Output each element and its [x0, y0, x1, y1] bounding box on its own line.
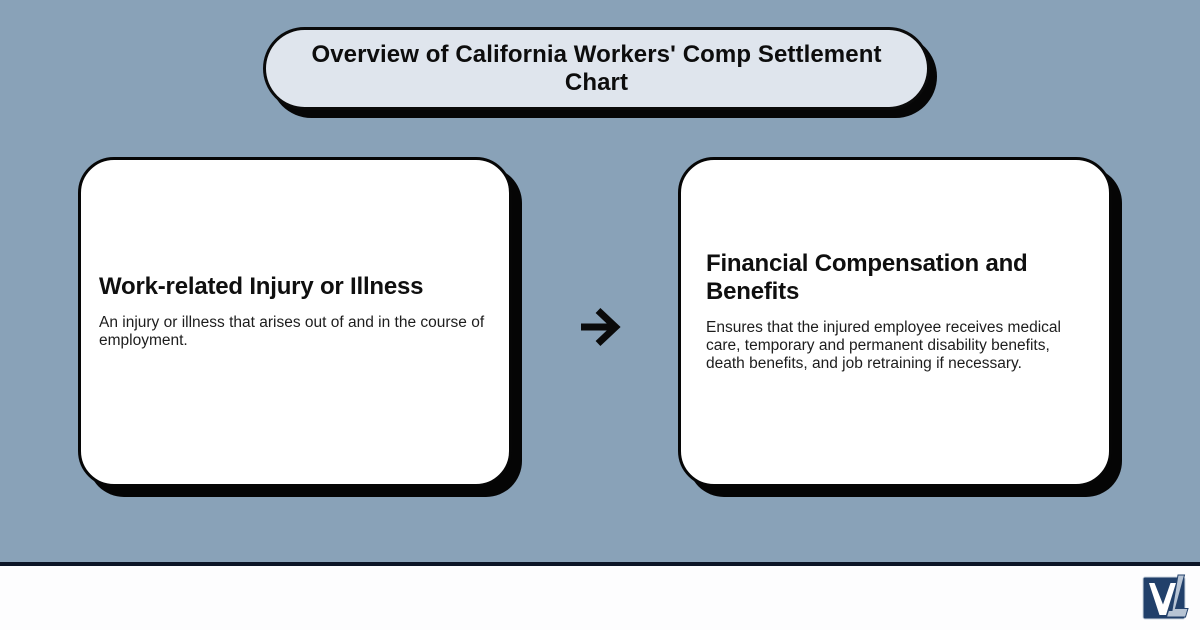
card-title: Financial Compensation and Benefits [706, 250, 1028, 306]
arrow-right-icon [578, 304, 624, 350]
card-description: An injury or illness that arises out of … [99, 314, 485, 350]
flow-card-injury: Work-related Injury or Illness An injury… [78, 157, 512, 487]
card-title: Work-related Injury or Illness [99, 273, 424, 301]
title-banner: Overview of California Workers' Comp Set… [263, 27, 930, 110]
flow-card-benefits: Financial Compensation and Benefits Ensu… [678, 157, 1112, 487]
vl-logo-icon [1142, 574, 1189, 620]
page-title: Overview of California Workers' Comp Set… [311, 40, 882, 96]
footer-bar [0, 562, 1200, 630]
card-description: Ensures that the injured employee receiv… [706, 318, 1061, 373]
